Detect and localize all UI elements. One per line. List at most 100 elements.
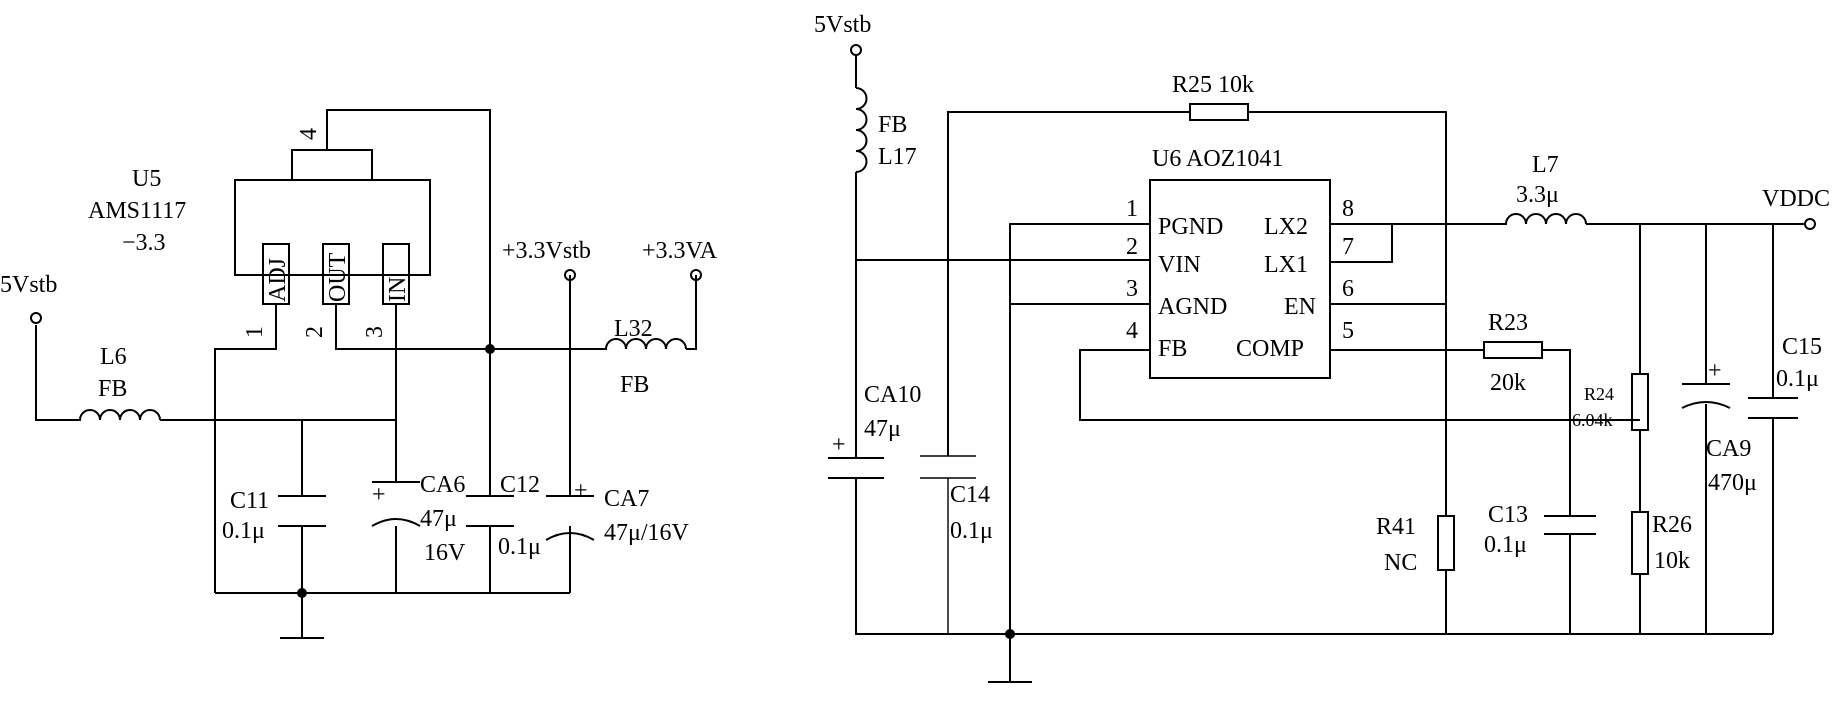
u6-pin-label-agnd: AGND (1158, 294, 1227, 320)
l17-value-label: FB (878, 112, 907, 138)
c14-ref-label: C14 (950, 482, 990, 508)
c14-capacitor: C14 0.1μ (920, 455, 993, 544)
c13-ref-label: C13 (1488, 502, 1528, 528)
u5-variant-label: −3.3 (122, 230, 166, 256)
c15-ref-label: C15 (1782, 334, 1822, 360)
u6-pin-number-1: 1 (1126, 196, 1138, 222)
junction-dot (485, 344, 495, 354)
r24-ref-label: R24 (1584, 384, 1614, 404)
r23-ref-label: R23 (1488, 310, 1528, 336)
ca10-electrolytic-capacitor: + CA10 47μ (828, 382, 921, 479)
ca10-ref-label: CA10 (864, 382, 921, 408)
l6-ref-label: L6 (100, 344, 127, 370)
ca9-ref-label: CA9 (1706, 436, 1751, 462)
l17-ferrite-bead: FB L17 (855, 87, 917, 173)
ca6-voltage-label: 16V (424, 540, 466, 566)
ca6-polarity-plus: + (372, 482, 386, 508)
c12-value-label: 0.1μ (498, 534, 541, 560)
pin-number-3: 3 (362, 326, 388, 338)
u5-ref-label: U5 (132, 166, 161, 192)
ca9-electrolytic-capacitor: + CA9 470μ (1681, 358, 1757, 496)
aoz1041-buck-circuit: U6 AOZ1041 PGND VIN AGND FB LX2 LX1 EN C… (814, 12, 1830, 683)
u6-pin-label-en: EN (1284, 294, 1316, 320)
ca7-ref-label: CA7 (604, 486, 649, 512)
u6-pin-label-comp: COMP (1236, 336, 1304, 362)
r26-ref-label: R26 (1652, 512, 1692, 538)
port-3v3va (690, 269, 702, 281)
pin-number-4: 4 (296, 128, 322, 140)
net-label-3v3vstb: +3.3Vstb (502, 238, 591, 264)
l32-ferrite-bead: L32 FB (604, 316, 687, 398)
u6-pin-number-6: 6 (1342, 276, 1354, 302)
pin-number-2: 2 (302, 326, 328, 338)
junction-dot (1005, 629, 1015, 639)
l6-value-label: FB (98, 376, 127, 402)
ca6-electrolytic-capacitor: + CA6 47μ 16V (371, 472, 466, 566)
u6-pin-label-vin: VIN (1158, 252, 1201, 278)
port-5vstb-right (850, 44, 862, 56)
ca6-value-label: 47μ (420, 506, 457, 532)
l7-ref-label: L7 (1532, 152, 1559, 178)
l32-value-label: FB (620, 372, 649, 398)
u6-pin-label-lx2: LX2 (1264, 214, 1308, 240)
r41-value-label: NC (1384, 550, 1417, 576)
r25-label: R25 10k (1172, 72, 1254, 98)
u6-aoz1041-ic: U6 AOZ1041 PGND VIN AGND FB LX2 LX1 EN C… (1126, 146, 1354, 379)
pin-number-1: 1 (242, 326, 268, 338)
r23-resistor: R23 20k (1483, 310, 1543, 396)
r25-resistor: R25 10k (1172, 72, 1254, 121)
r23-value-label: 20k (1490, 370, 1526, 396)
l7-inductor: L7 3.3μ (1504, 152, 1587, 225)
net-label-5vstb-left: 5Vstb (0, 272, 57, 298)
u6-pin-label-fb: FB (1158, 336, 1187, 362)
c11-capacitor: C11 0.1μ (222, 488, 326, 544)
u6-pin-label-lx1: LX1 (1264, 252, 1308, 278)
ca10-value-label: 47μ (864, 416, 901, 442)
u6-pin-number-4: 4 (1126, 318, 1138, 344)
u6-pin-number-8: 8 (1342, 196, 1354, 222)
c13-capacitor: C13 0.1μ (1484, 502, 1596, 558)
net-label-5vstb-right: 5Vstb (814, 12, 871, 38)
junction-dot (297, 588, 307, 598)
u6-pin-number-7: 7 (1342, 234, 1354, 260)
pin-label-adj: ADJ (265, 258, 291, 302)
u6-pin-label-pgnd: PGND (1158, 214, 1223, 240)
u6-label: U6 AOZ1041 (1152, 146, 1283, 172)
ams1117-ldo-circuit: ADJ OUT IN 1 2 3 4 U5 AMS1117 −3.3 5Vstb… (0, 109, 718, 639)
c14-value-label: 0.1μ (950, 518, 993, 544)
u5-ams1117-ic: ADJ OUT IN 1 2 3 4 U5 AMS1117 −3.3 (88, 128, 431, 338)
c15-value-label: 0.1μ (1776, 366, 1819, 392)
r24-value-label: 6.04k (1572, 410, 1613, 430)
l6-ferrite-bead: L6 FB (78, 344, 161, 421)
u6-pin-number-2: 2 (1126, 234, 1138, 260)
u6-pin-number-3: 3 (1126, 276, 1138, 302)
ca6-ref-label: CA6 (420, 472, 465, 498)
net-label-3v3va: +3.3VA (642, 238, 718, 264)
r24-resistor: R24 6.04k (1572, 373, 1649, 431)
r41-ref-label: R41 (1376, 514, 1416, 540)
ca10-polarity-plus: + (832, 432, 846, 458)
pin-label-out: OUT (325, 252, 351, 302)
c11-value-label: 0.1μ (222, 518, 265, 544)
r41-resistor: R41 NC (1376, 514, 1455, 576)
ca7-value-label: 47μ/16V (604, 520, 690, 546)
l17-ref-label: L17 (878, 144, 917, 170)
r26-resistor: R26 10k (1631, 511, 1692, 575)
u5-part-label: AMS1117 (88, 198, 186, 224)
r26-value-label: 10k (1654, 548, 1690, 574)
port-5vstb-left (30, 312, 42, 324)
c13-value-label: 0.1μ (1484, 532, 1527, 558)
c12-ref-label: C12 (500, 472, 540, 498)
net-label-vddc: VDDC (1762, 186, 1830, 212)
pin-label-in: IN (385, 277, 411, 302)
u6-pin-number-5: 5 (1342, 318, 1354, 344)
l7-value-label: 3.3μ (1516, 182, 1559, 208)
ldo-wires (35, 109, 697, 639)
ca9-value-label: 470μ (1708, 470, 1757, 496)
c15-capacitor: C15 0.1μ (1748, 334, 1822, 419)
ca7-electrolytic-capacitor: + CA7 47μ/16V (545, 478, 690, 546)
port-vddc (1804, 218, 1816, 230)
ca9-polarity-plus: + (1708, 358, 1722, 384)
port-3v3vstb (564, 269, 576, 281)
